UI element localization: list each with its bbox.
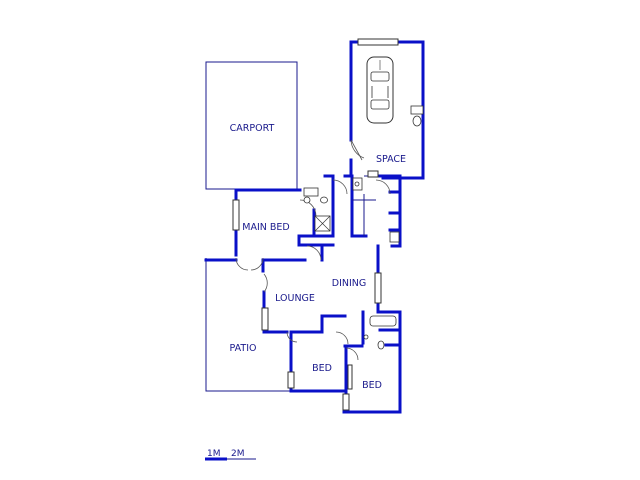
room-label-dining: DINING (332, 278, 367, 289)
scale-label-2m: 2M (231, 449, 245, 459)
room-label-lounge: LOUNGE (275, 293, 315, 304)
scale-bar: 1M 2M (205, 449, 256, 461)
patio-outline (205, 258, 290, 392)
room-label-carport: CARPORT (230, 123, 275, 134)
room-label-space: SPACE (376, 154, 406, 165)
garage-window (357, 38, 399, 46)
scale-label-1m: 1M (207, 449, 221, 459)
doors (235, 179, 391, 361)
room-label-bed-2: BED (362, 380, 382, 391)
room-label-bed-1: BED (312, 363, 332, 374)
house-walls (204, 174, 402, 414)
room-label-patio: PATIO (230, 343, 257, 354)
windows (232, 170, 382, 411)
room-label-main-bed: MAIN BED (242, 222, 289, 233)
garage-door-icon (350, 139, 365, 161)
bath-fixtures (303, 177, 400, 350)
car-icon (366, 56, 394, 124)
garage-toilet-icon (410, 105, 424, 127)
